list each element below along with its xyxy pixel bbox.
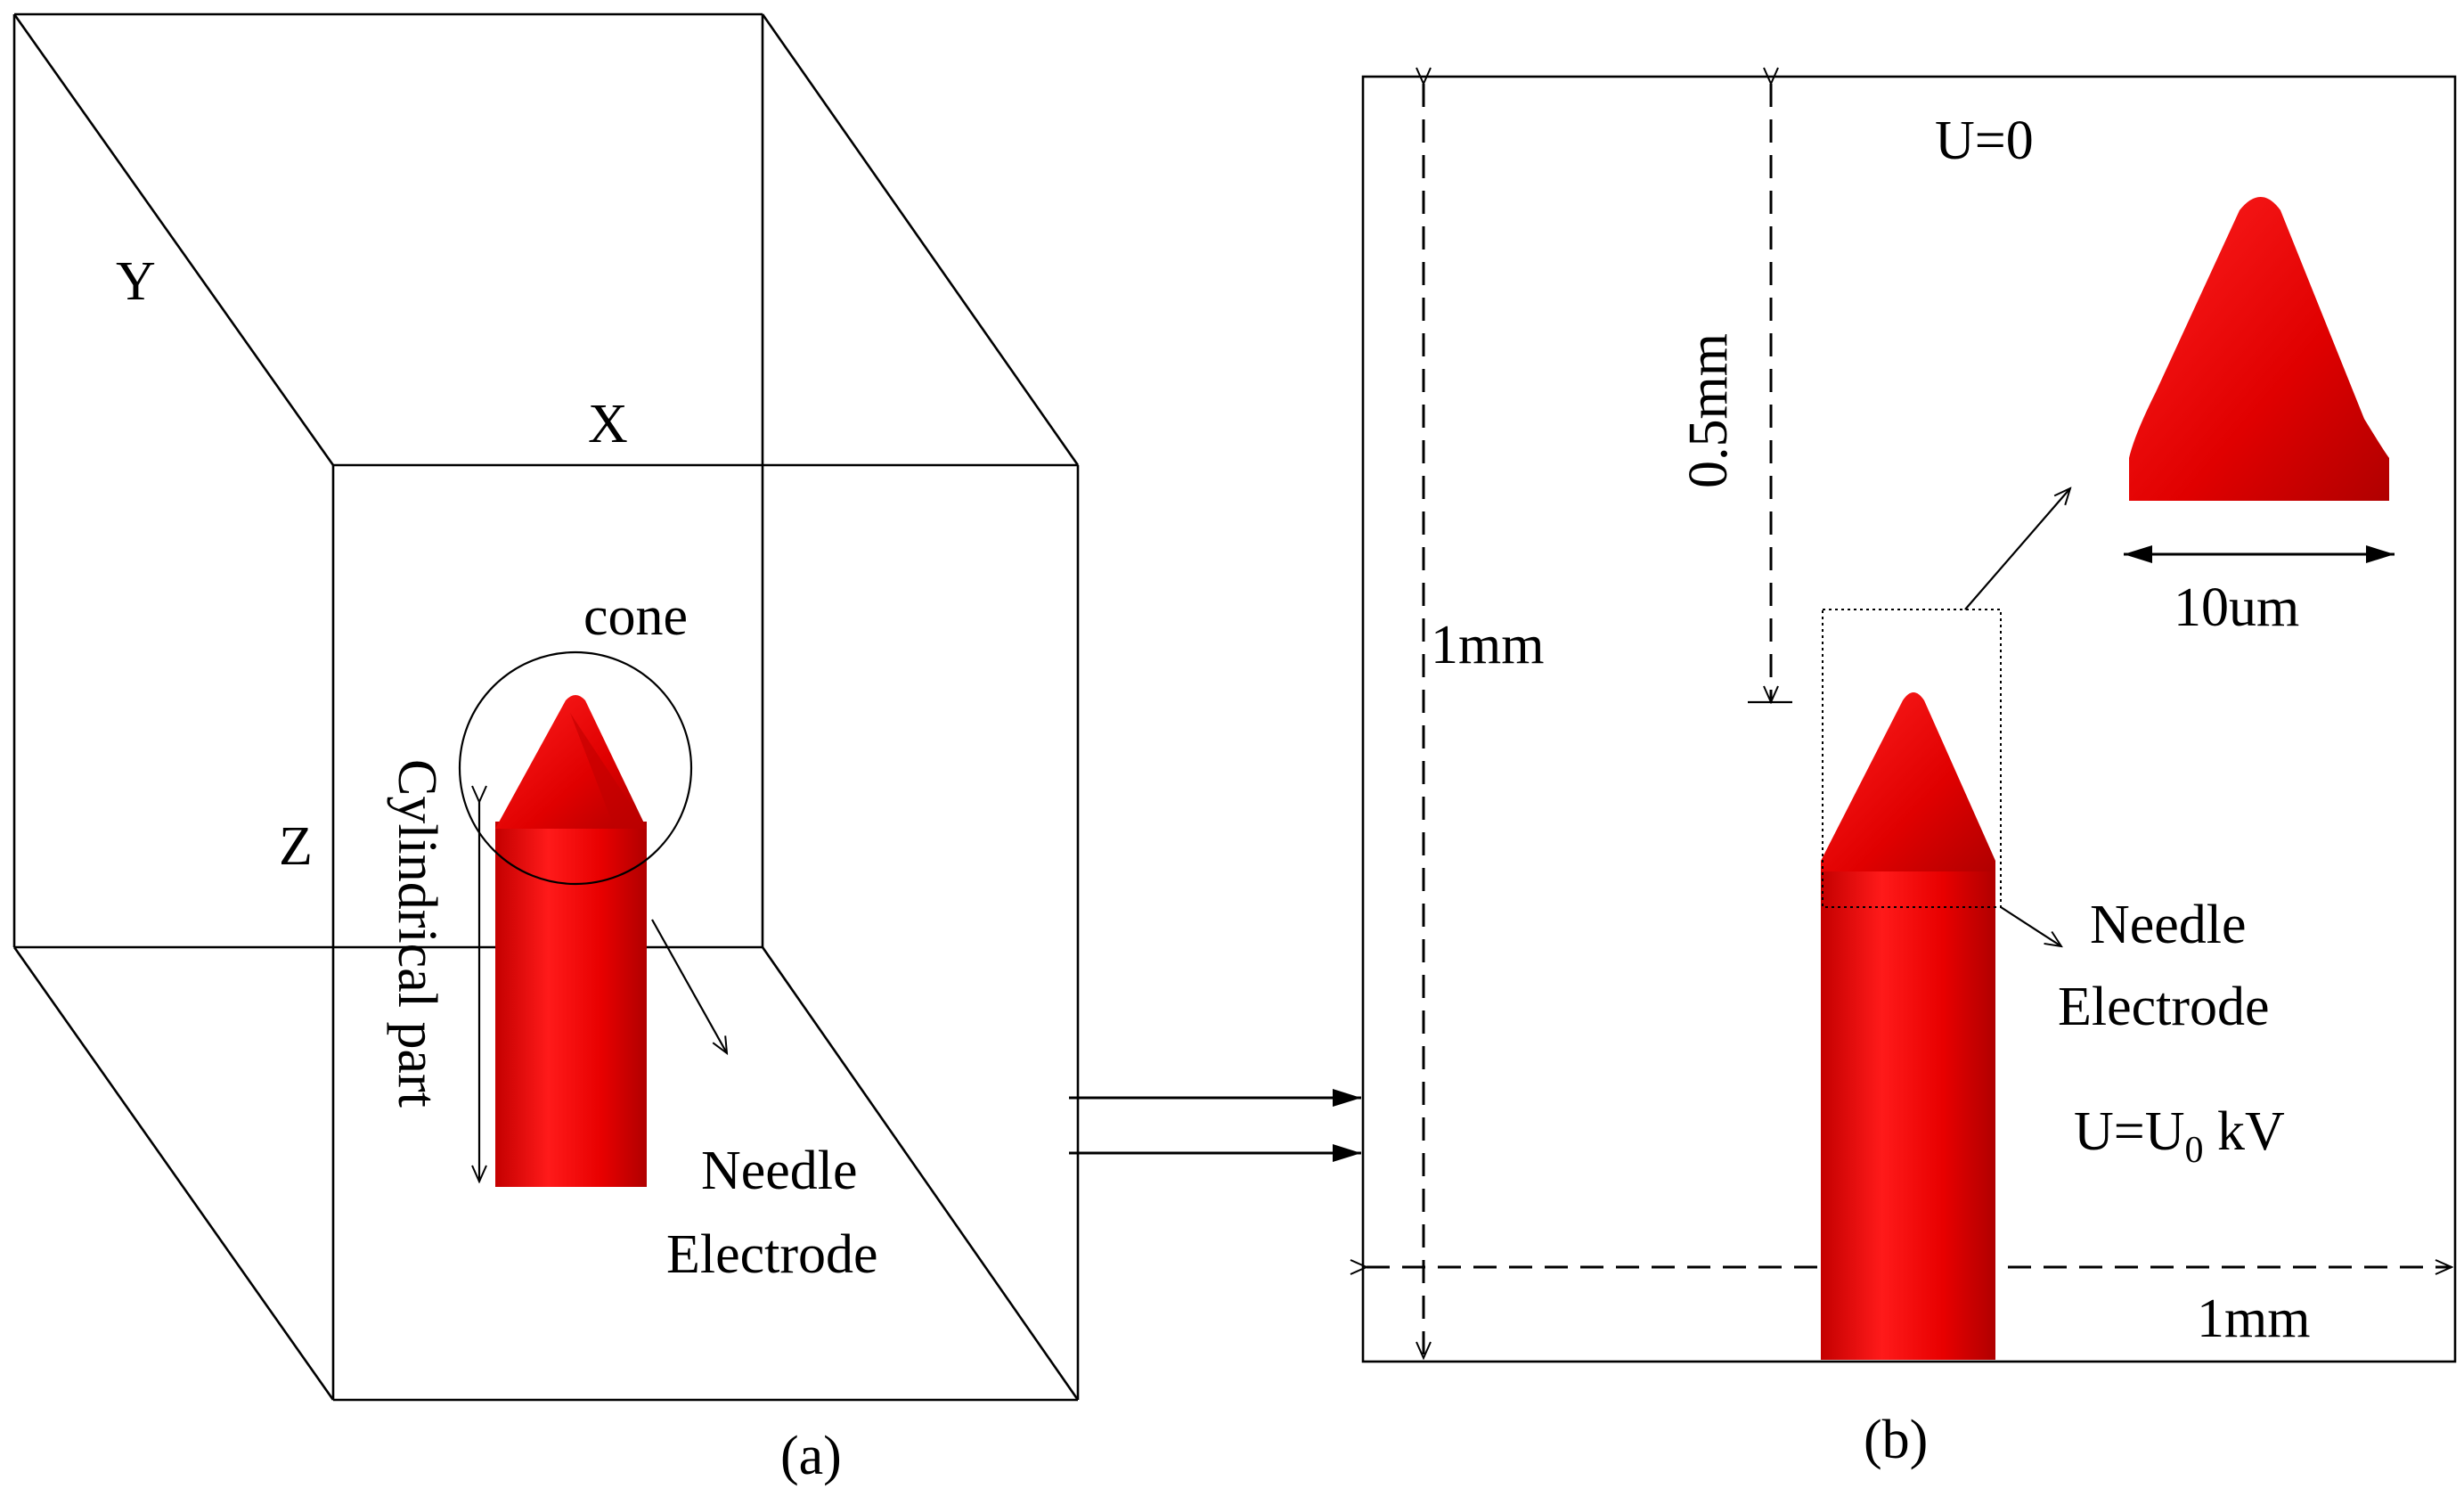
cylindrical-part-shape (495, 822, 647, 1187)
caption-a: (a) (780, 1426, 842, 1486)
needle-label-a-line1: Needle (701, 1141, 858, 1201)
cone-shadow (570, 713, 647, 829)
needle-potential-label: U=U0 kV (2074, 1101, 2285, 1171)
needle-electrode-3d (495, 695, 647, 1187)
axis-x-label: X (588, 394, 628, 454)
needle-potential-prefix: U=U (2074, 1101, 2185, 1162)
domain-box-2d (1361, 75, 2457, 1363)
top-potential-label: U=0 (1935, 110, 2034, 171)
zoomed-tip-shape (2129, 197, 2389, 501)
height-label: 1mm (1431, 615, 1544, 675)
axis-y-label: Y (116, 251, 156, 312)
needle-label-a-line2: Electrode (666, 1224, 878, 1285)
panel-connector-arrows (1069, 1089, 1361, 1162)
needle-label-b-line1: Needle (2090, 895, 2247, 955)
panel-b: 1mm 1mm 0.5mm U=0 10um Needle Electrode … (1361, 75, 2457, 1470)
needle-label-b-line2: Electrode (2058, 977, 2270, 1037)
tip-zoom-region (1822, 609, 2002, 908)
width-label: 1mm (2197, 1288, 2310, 1349)
needle-electrode-2d (1821, 692, 1995, 1360)
needle-pointer-arrow-b (2000, 906, 2061, 946)
panel-a: Y X Z cone Cylindrical part Needle Elect… (12, 12, 1080, 1486)
needle-tip-2d (1821, 692, 1995, 871)
tip-width-label: 10um (2174, 577, 2299, 638)
axis-z-label: Z (279, 816, 313, 877)
cone-label: cone (583, 586, 688, 647)
needle-pointer-arrow-a (651, 919, 727, 1053)
zoom-pointer-arrow (1964, 488, 2070, 610)
needle-body-2d (1821, 864, 1995, 1360)
cylinder-label: Cylindrical part (387, 759, 447, 1108)
zoomed-tip-inset (2129, 197, 2389, 501)
domain-box-3d (12, 12, 1080, 1402)
needle-potential-subscript: 0 (2185, 1130, 2204, 1171)
cone-highlight-circle (458, 650, 693, 886)
needle-potential-unit: kV (2204, 1101, 2286, 1162)
tip-distance-label: 0.5mm (1678, 333, 1739, 488)
caption-b: (b) (1864, 1410, 1928, 1470)
